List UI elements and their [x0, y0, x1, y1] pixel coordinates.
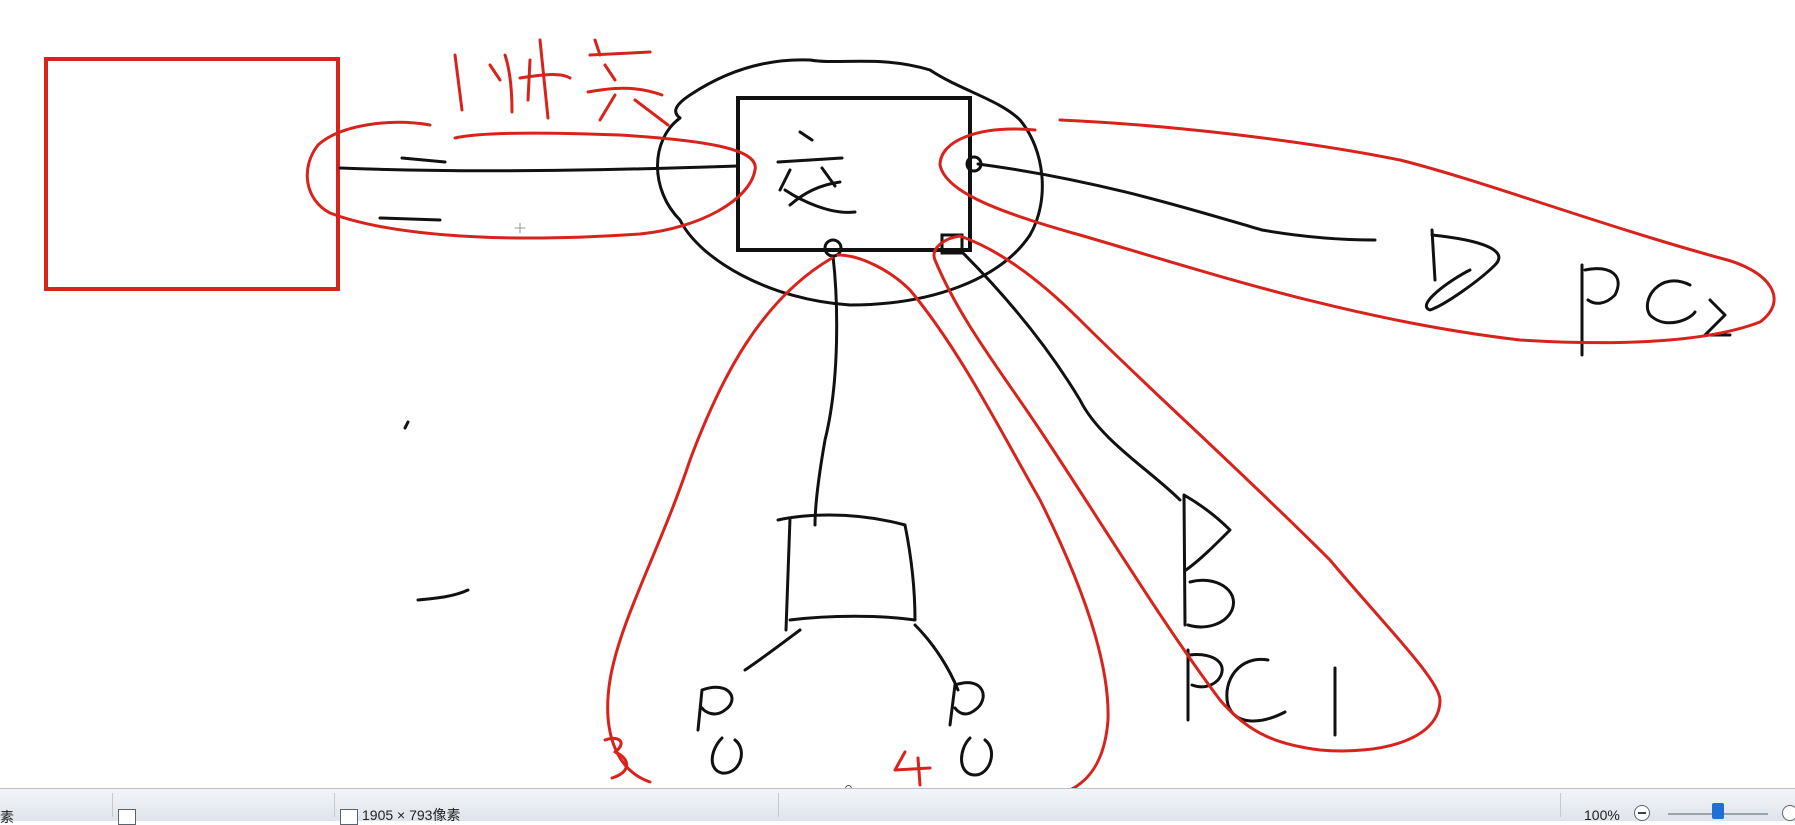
pc2-glyph	[1424, 228, 1501, 312]
drawing-layer	[44, 38, 1776, 790]
status-separator	[334, 793, 335, 817]
zoom-in-button[interactable]	[1782, 805, 1795, 821]
link-right	[976, 162, 1377, 242]
link-down	[813, 254, 839, 527]
pc4-glyph	[948, 681, 993, 777]
zoom-level-text: 100%	[1584, 807, 1620, 823]
canvas-resize-handle[interactable]	[845, 785, 852, 790]
status-bar: 素 1905 × 793像素 100%	[0, 788, 1795, 825]
zoom-slider-thumb[interactable]	[1712, 803, 1724, 819]
red-loop-3b	[836, 253, 1110, 790]
red-numeral-3	[603, 736, 629, 780]
switch-glyph-strokes	[776, 130, 857, 214]
status-separator	[1560, 793, 1561, 817]
pc2-text-strokes	[1580, 263, 1732, 357]
switch-box	[736, 96, 972, 252]
pc3-glyph	[696, 685, 743, 775]
status-left-text: 素	[0, 809, 14, 825]
red-loop-left	[305, 120, 757, 240]
pc1-text-strokes	[1186, 648, 1337, 737]
image-size-icon	[340, 809, 358, 825]
red-text-collision	[453, 38, 670, 127]
red-numeral-4	[893, 750, 932, 787]
cursor-mark	[514, 222, 526, 234]
image-size-text: 1905 × 793像素	[362, 807, 461, 823]
link-left	[338, 164, 740, 173]
pc1-glyph	[1182, 493, 1235, 629]
hub-branch-left	[743, 628, 802, 672]
link-pc1	[960, 250, 1182, 502]
hub-glyph	[776, 513, 917, 632]
status-separator	[112, 793, 113, 817]
selection-size-icon	[118, 809, 136, 825]
hub-branch-right	[913, 623, 960, 692]
cloud-outline	[656, 58, 1044, 307]
paint-canvas[interactable]	[0, 0, 1795, 790]
red-loop-right	[938, 118, 1776, 345]
red-loop-pc1	[932, 234, 1442, 753]
red-loop-3	[606, 256, 834, 784]
zoom-out-button[interactable]	[1634, 805, 1650, 821]
status-separator	[778, 793, 779, 817]
marks-left	[378, 156, 470, 602]
red-box-device	[44, 57, 340, 291]
